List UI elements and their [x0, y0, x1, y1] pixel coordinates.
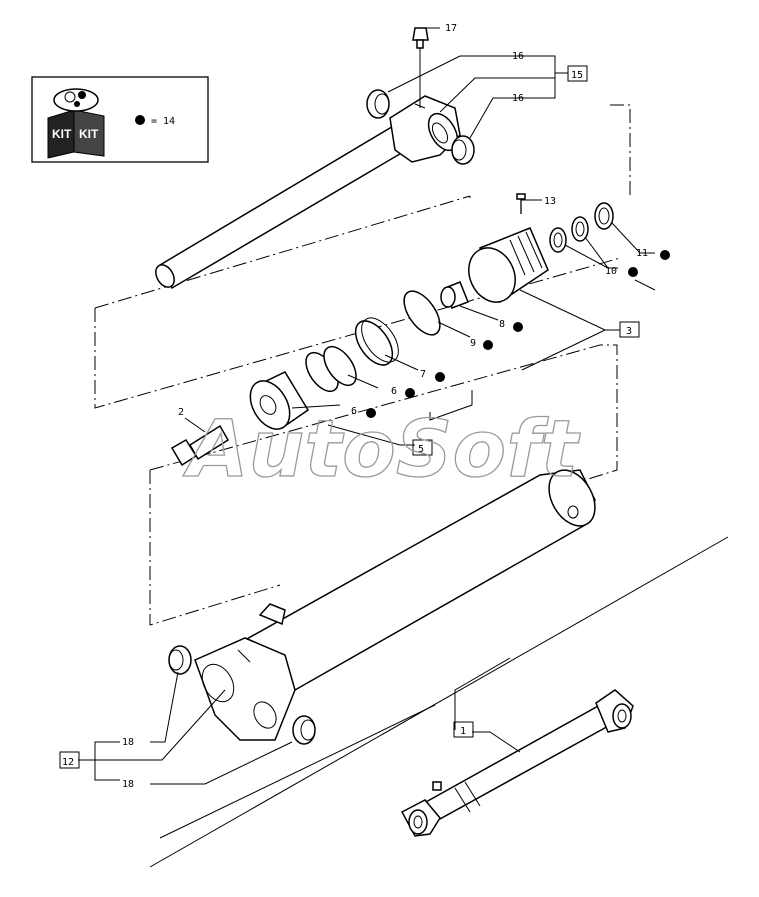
rod-bushing-left — [366, 89, 390, 119]
cylinder-head — [468, 227, 549, 304]
head-bolt — [516, 193, 526, 214]
upper-assembly-outline-right — [610, 104, 631, 198]
callout-16-top: 16 — [512, 51, 524, 62]
piston-bolt — [170, 424, 230, 467]
callout-6-right: 6 — [391, 386, 397, 397]
kit-legend: KIT KIT = 14 — [31, 76, 209, 163]
assembled-cylinder — [400, 689, 634, 837]
backup-ring — [354, 317, 399, 366]
callout-2: 2 — [178, 407, 184, 418]
lower-assembly-outline — [149, 344, 618, 626]
kit-label-right: KIT — [79, 127, 99, 141]
kit-bullets — [366, 250, 670, 418]
clevis-bushing-left — [168, 645, 192, 675]
callout-1: 1 — [460, 726, 466, 737]
guide-bushing — [440, 281, 469, 309]
callout-box-15 — [567, 65, 588, 82]
barrel-clevis — [194, 637, 296, 741]
callout-box-1 — [453, 721, 474, 738]
callout-box-12 — [59, 751, 80, 769]
callout-10: 10 — [605, 266, 617, 277]
rod-seal-rings — [549, 202, 614, 253]
callout-13: 13 — [544, 196, 556, 207]
kit-equals-label: = 14 — [151, 116, 175, 127]
callout-15: 15 — [571, 70, 583, 81]
callout-5: 5 — [418, 444, 424, 455]
callout-16-bottom: 16 — [512, 93, 524, 104]
kit-bullet-icon — [135, 115, 145, 125]
callout-17: 17 — [445, 23, 457, 34]
callout-18-top: 18 — [122, 737, 134, 748]
o-ring-large — [403, 290, 441, 336]
callout-6-left: 6 — [351, 406, 357, 417]
callout-7: 7 — [420, 369, 426, 380]
leader-lines — [78, 27, 656, 839]
clevis-bushing-right — [292, 715, 316, 745]
kit-icon: KIT KIT — [47, 88, 105, 159]
callout-12: 12 — [62, 757, 74, 768]
kit-label-left: KIT — [52, 127, 72, 141]
section-divider — [149, 536, 729, 868]
callout-9: 9 — [470, 338, 476, 349]
callout-8: 8 — [499, 319, 505, 330]
callout-11: 11 — [636, 248, 648, 259]
piston — [249, 371, 310, 430]
callout-18-bottom: 18 — [122, 779, 134, 790]
watermark: AutoSoft — [182, 405, 581, 495]
callout-3: 3 — [626, 326, 632, 337]
rod-bushing-right — [451, 135, 475, 165]
callout-box-4 — [412, 439, 433, 456]
upper-assembly-outline — [94, 195, 621, 409]
cylinder-barrel — [243, 469, 596, 691]
piston-rod — [155, 95, 461, 290]
callout-box-3 — [619, 321, 640, 338]
piston-seals — [305, 345, 357, 393]
grease-nipple — [412, 27, 429, 108]
